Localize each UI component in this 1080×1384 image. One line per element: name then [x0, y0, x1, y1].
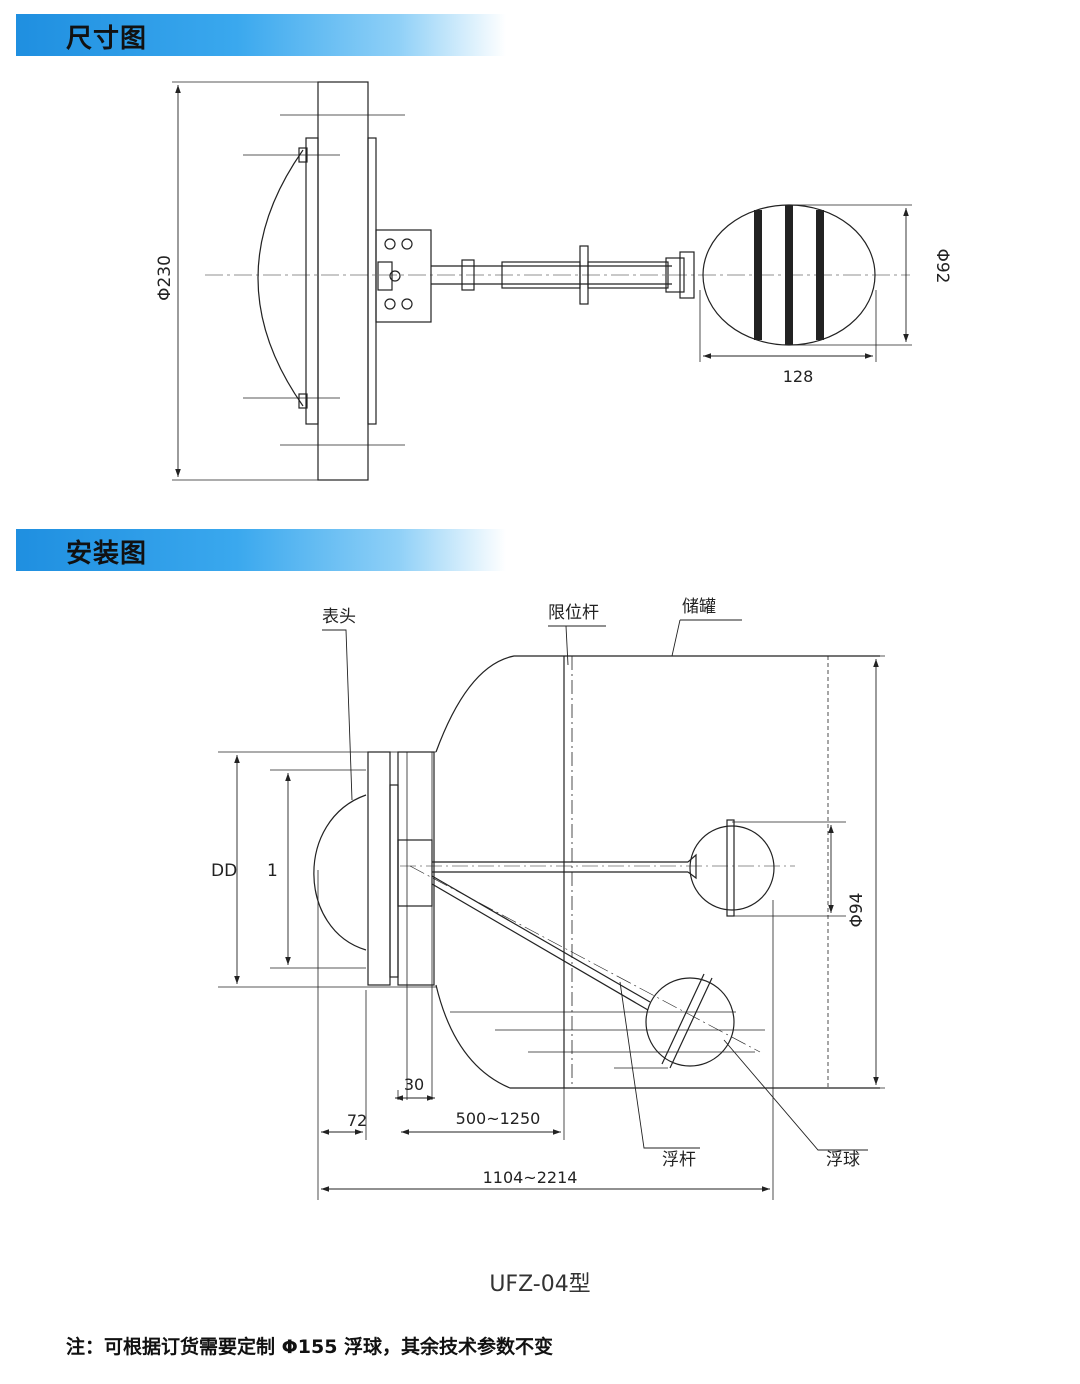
installation-banner: 安装图	[16, 529, 506, 571]
limit-rod-label: 限位杆	[548, 603, 599, 623]
installation-drawing	[218, 619, 885, 1200]
footnote: 注：可根据订货需要定制 Φ155 浮球，其余技术参数不变	[66, 1336, 554, 1358]
phi92-label: Φ92	[932, 248, 952, 283]
one-label: 1	[267, 861, 278, 881]
dimension-drawing	[172, 81, 912, 481]
installation-title: 安装图	[66, 539, 148, 569]
tank-label: 储罐	[682, 597, 716, 617]
model-caption: UFZ-04型	[489, 1272, 591, 1297]
d30-label: 30	[404, 1075, 424, 1094]
meter-head-label: 表头	[322, 607, 356, 627]
float-rod-label: 浮杆	[662, 1150, 696, 1170]
dd-label: DD	[211, 861, 237, 881]
phi230-label: Φ230	[155, 255, 175, 301]
len128-label: 128	[783, 367, 814, 386]
float-ball-label: 浮球	[826, 1150, 860, 1170]
d500-1250-label: 500~1250	[456, 1109, 541, 1128]
d72-label: 72	[347, 1111, 367, 1130]
phi94-label: Φ94	[847, 892, 867, 927]
dimension-banner: 尺寸图	[16, 14, 506, 56]
d1104-2214-label: 1104~2214	[483, 1168, 578, 1187]
dimension-title: 尺寸图	[66, 24, 148, 54]
